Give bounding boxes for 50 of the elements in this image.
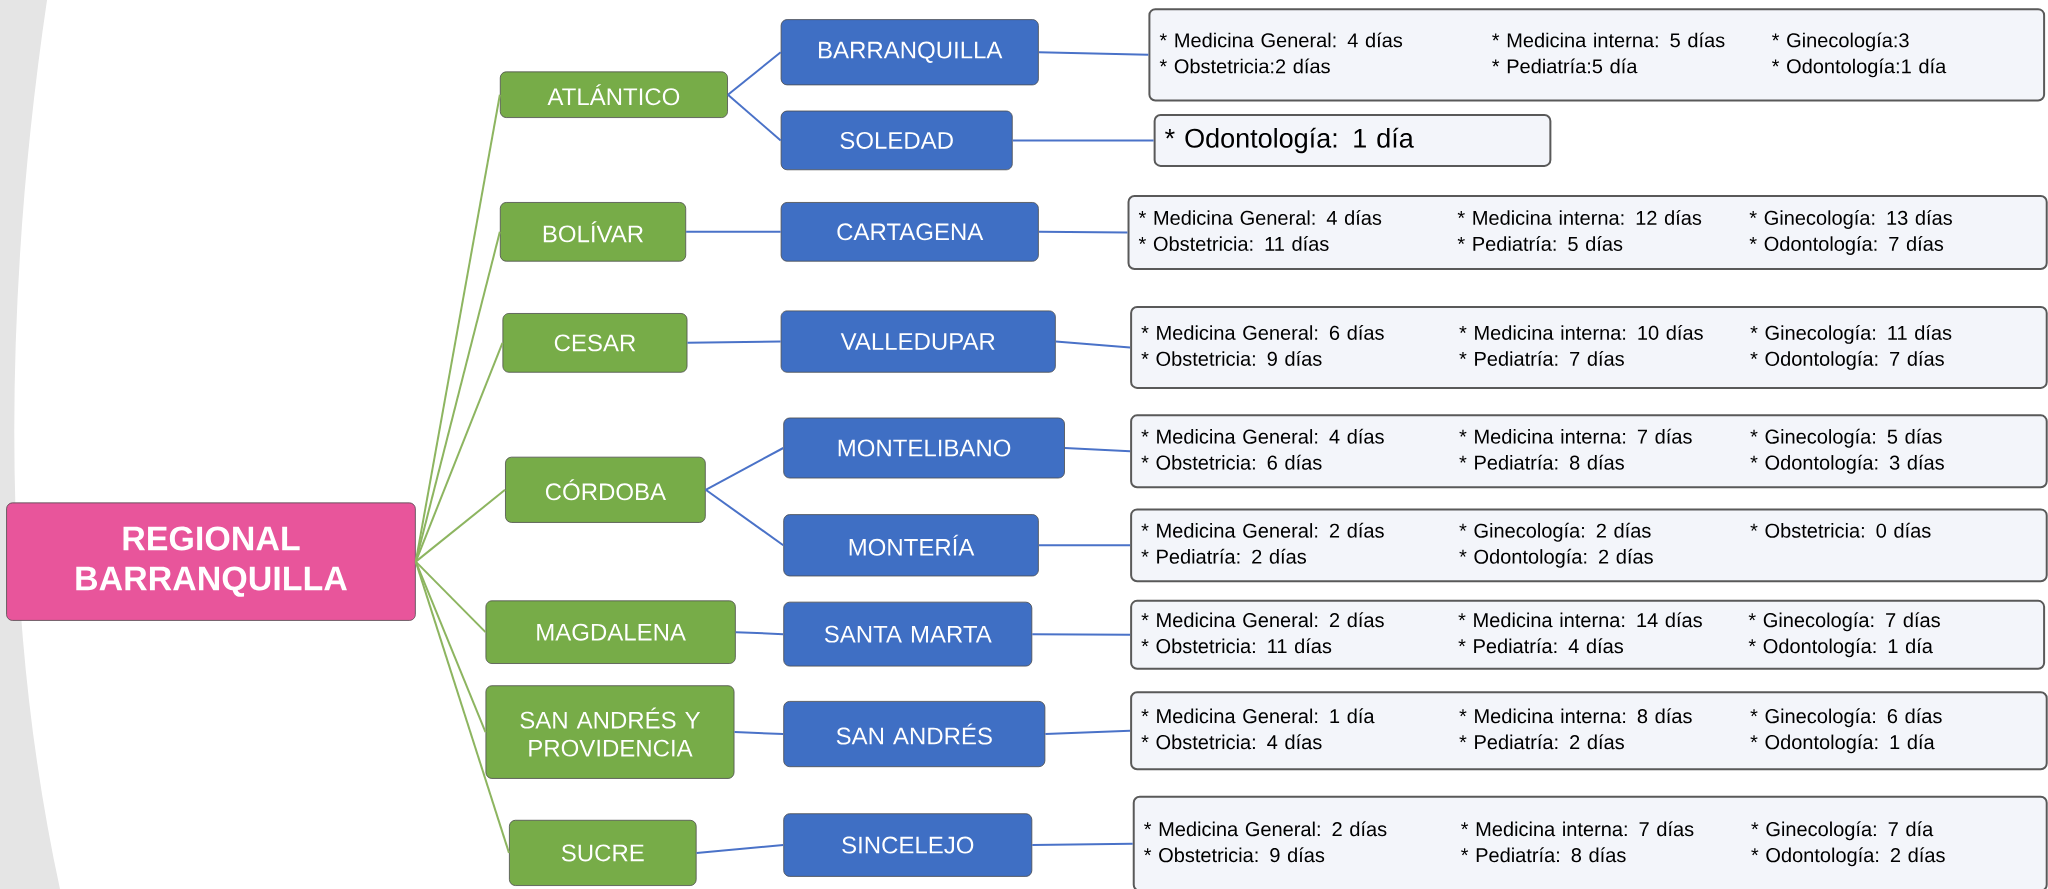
city-box: MONTELIBANO	[783, 417, 1065, 479]
department-box: BOLÍVAR	[499, 201, 687, 262]
info-box: * Medicina General: 6 días * Medicina interna: 10 días * Ginecología: 11 días * Obstetricia: 9 días * Pediatría: 7 días * Odontología: 7 días	[1130, 305, 2048, 389]
connector-line	[414, 560, 487, 633]
city-box: CARTAGENA	[780, 201, 1039, 262]
root-box: REGIONAL BARRANQUILLA	[6, 502, 416, 621]
connector-line	[695, 843, 785, 854]
department-box: SAN ANDRÉS Y PROVIDENCIA	[485, 685, 735, 779]
info-box: * Medicina General: 2 días * Medicina interna: 14 días * Ginecología: 7 días * Obstetricia: 11 días * Pediatría: 4 días * Odontología: 1 día	[1130, 599, 2046, 670]
department-box: CESAR	[502, 312, 688, 373]
connector-line	[733, 730, 785, 735]
connector-line	[414, 560, 510, 854]
department-box: ATLÁNTICO	[499, 71, 728, 118]
connector-line	[414, 488, 507, 563]
connector-line	[414, 560, 487, 733]
connector-line	[726, 93, 782, 142]
info-box: * Medicina General: 2 días * Ginecología: 2 días * Obstetricia: 0 días * Pediatría: 2 días * Odontología: 2 días	[1130, 508, 2048, 582]
connector-line	[1031, 842, 1134, 846]
info-box: * Medicina General: 2 días * Medicina interna: 7 días * Ginecología: 7 día * Obstetricia: 9 días * Pediatría: 8 días * Odontología: 2 días	[1132, 795, 2048, 889]
city-box: SINCELEJO	[783, 813, 1033, 877]
department-box: CÓRDOBA	[505, 456, 706, 523]
city-box: BARRANQUILLA	[780, 19, 1039, 86]
connector-line	[726, 51, 782, 96]
city-box: SANTA MARTA	[783, 601, 1033, 667]
connector-line	[686, 340, 782, 344]
connector-line	[704, 446, 785, 491]
connector-line	[1011, 139, 1155, 142]
city-box: VALLEDUPAR	[780, 310, 1056, 373]
info-box: * Medicina General: 4 días * Medicina interna: 5 días * Ginecología:3 * Obstetricia:2 días * Pediatría:5 día * Odontología:1 día	[1148, 7, 2046, 102]
city-box: SAN ANDRÉS	[783, 700, 1046, 767]
info-box: * Odontología: 1 día	[1153, 113, 1552, 167]
info-box: * Medicina General: 4 días * Medicina interna: 7 días * Ginecología: 5 días * Obstetricia: 6 días * Pediatría: 8 días * Odontología: 3 días	[1130, 414, 2048, 488]
connector-line	[1037, 230, 1129, 234]
connector-line	[414, 341, 504, 563]
city-box: SOLEDAD	[780, 110, 1013, 170]
department-box: SUCRE	[509, 819, 697, 886]
connector-line	[1031, 632, 1132, 636]
connector-line	[1054, 340, 1132, 349]
connector-line	[1037, 544, 1132, 547]
connector-line	[704, 488, 785, 547]
department-box: MAGDALENA	[485, 600, 736, 664]
connector-line	[1063, 446, 1132, 453]
connector-line	[414, 230, 501, 563]
connector-line	[1037, 51, 1150, 56]
connector-line	[685, 230, 782, 233]
connector-line	[1044, 729, 1132, 735]
info-box: * Medicina General: 1 día * Medicina interna: 8 días * Ginecología: 6 días * Obstetricia: 4 días * Pediatría: 2 días * Odontología: 1 día	[1130, 691, 2048, 771]
city-box: MONTERÍA	[783, 514, 1039, 577]
connector-line	[734, 630, 785, 635]
info-box: * Medicina General: 4 días * Medicina interna: 12 días * Ginecología: 13 días * Obstetricia: 11 días * Pediatría: 5 días * Odontología: 7 días	[1127, 194, 2048, 270]
